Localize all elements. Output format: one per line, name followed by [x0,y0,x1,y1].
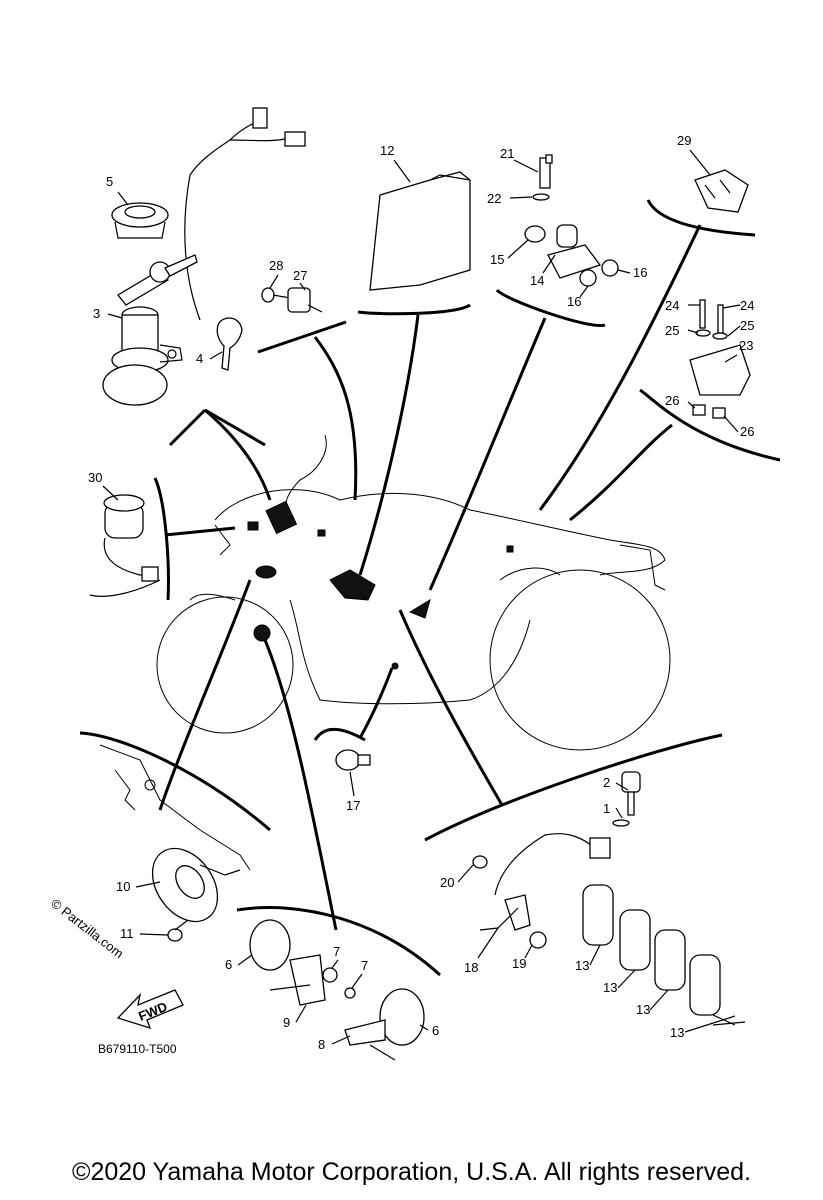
copyright-notice: ©2020 Yamaha Motor Corporation, U.S.A. A… [72,1158,751,1186]
callout-16a: 16 [633,265,647,280]
watermark: © Partzilla.com [48,896,126,962]
bracket-part-30 [153,477,170,601]
callout-7a: 7 [333,944,340,959]
callout-23: 23 [739,338,753,353]
callout-14: 14 [530,273,544,288]
svg-text:FWD: FWD [136,999,169,1024]
part-6-lamp-right [379,988,425,1046]
part-21-22-sensor [532,154,553,201]
callout-16b: 16 [567,294,581,309]
callout-12: 12 [380,143,394,158]
callout-22: 22 [487,191,501,206]
callout-13a: 13 [575,958,589,973]
callout-8: 8 [318,1037,325,1052]
part-10-horn [151,847,241,923]
group-brackets [79,199,781,977]
motorcycle-silhouette [156,434,671,751]
diagram-code: B679110-T500 [98,1042,177,1056]
fwd-arrow: FWD [116,989,184,1030]
callout-26a: 26 [665,393,679,408]
callout-1: 1 [603,801,610,816]
callout-27: 27 [293,268,307,283]
callout-17: 17 [346,798,360,813]
callout-13c: 13 [636,1002,650,1017]
part-2-sensor [612,771,641,827]
callout-30: 30 [88,470,102,485]
callout-6a: 6 [225,957,232,972]
callout-21: 21 [500,146,514,161]
part-7-9-brackets [269,954,396,1061]
horn-bracket [99,744,251,871]
callout-26b: 26 [740,424,754,439]
part-23-sensor [689,299,751,419]
bracket-part-17 [313,727,366,742]
callout-25a: 25 [665,323,679,338]
callout-7b: 7 [361,958,368,973]
part-11-bolt [167,919,189,942]
part-18-sensor [472,833,611,949]
leader-lines [158,224,702,931]
callout-15: 15 [490,252,504,267]
callout-18: 18 [464,960,478,975]
callout-4: 4 [196,351,203,366]
callout-labels: 1 2 3 4 5 6 6 7 7 8 9 10 11 12 13 13 13 … [88,133,754,1052]
part-29-relay [694,169,749,213]
callout-13b: 13 [603,980,617,995]
part-12-ecu [369,171,471,291]
callout-13d: 13 [670,1025,684,1040]
callout-3: 3 [93,306,100,321]
callout-leaders [102,149,741,1045]
part-14-sensor [524,224,619,287]
part-4-key [216,317,243,371]
callout-25b: 25 [740,318,754,333]
bracket-ignition [168,408,207,447]
part-13-injectors [582,884,746,1026]
callout-10: 10 [116,879,130,894]
bracket-sensor-23 [639,388,781,462]
bracket-ecu-12 [357,303,471,316]
part-5-cap-ring [111,202,169,239]
part-3-ignition-switch [102,254,198,406]
bracket-relay-29 [646,199,756,237]
bike-markers [247,500,514,670]
part-6-lamp-left [249,919,291,971]
ignition-harness [184,107,306,321]
callout-24a: 24 [665,298,679,313]
callout-19: 19 [512,956,526,971]
part-30-sensor [89,494,161,597]
bracket-sensor-14 [495,288,606,328]
bracket-injector [424,733,723,842]
callout-5: 5 [106,174,113,189]
bracket-horn [79,731,271,832]
bracket-lamp [236,906,442,977]
callout-29: 29 [677,133,691,148]
callout-9: 9 [283,1015,290,1030]
callout-6b: 6 [432,1023,439,1038]
callout-20: 20 [440,875,454,890]
part-17-switch [335,749,371,771]
bracket-sensor-27 [257,320,347,354]
callout-2: 2 [603,775,610,790]
callout-11: 11 [120,926,134,941]
callout-24b: 24 [740,298,754,313]
part-27-28-sensor [261,287,323,313]
callout-28: 28 [269,258,283,273]
